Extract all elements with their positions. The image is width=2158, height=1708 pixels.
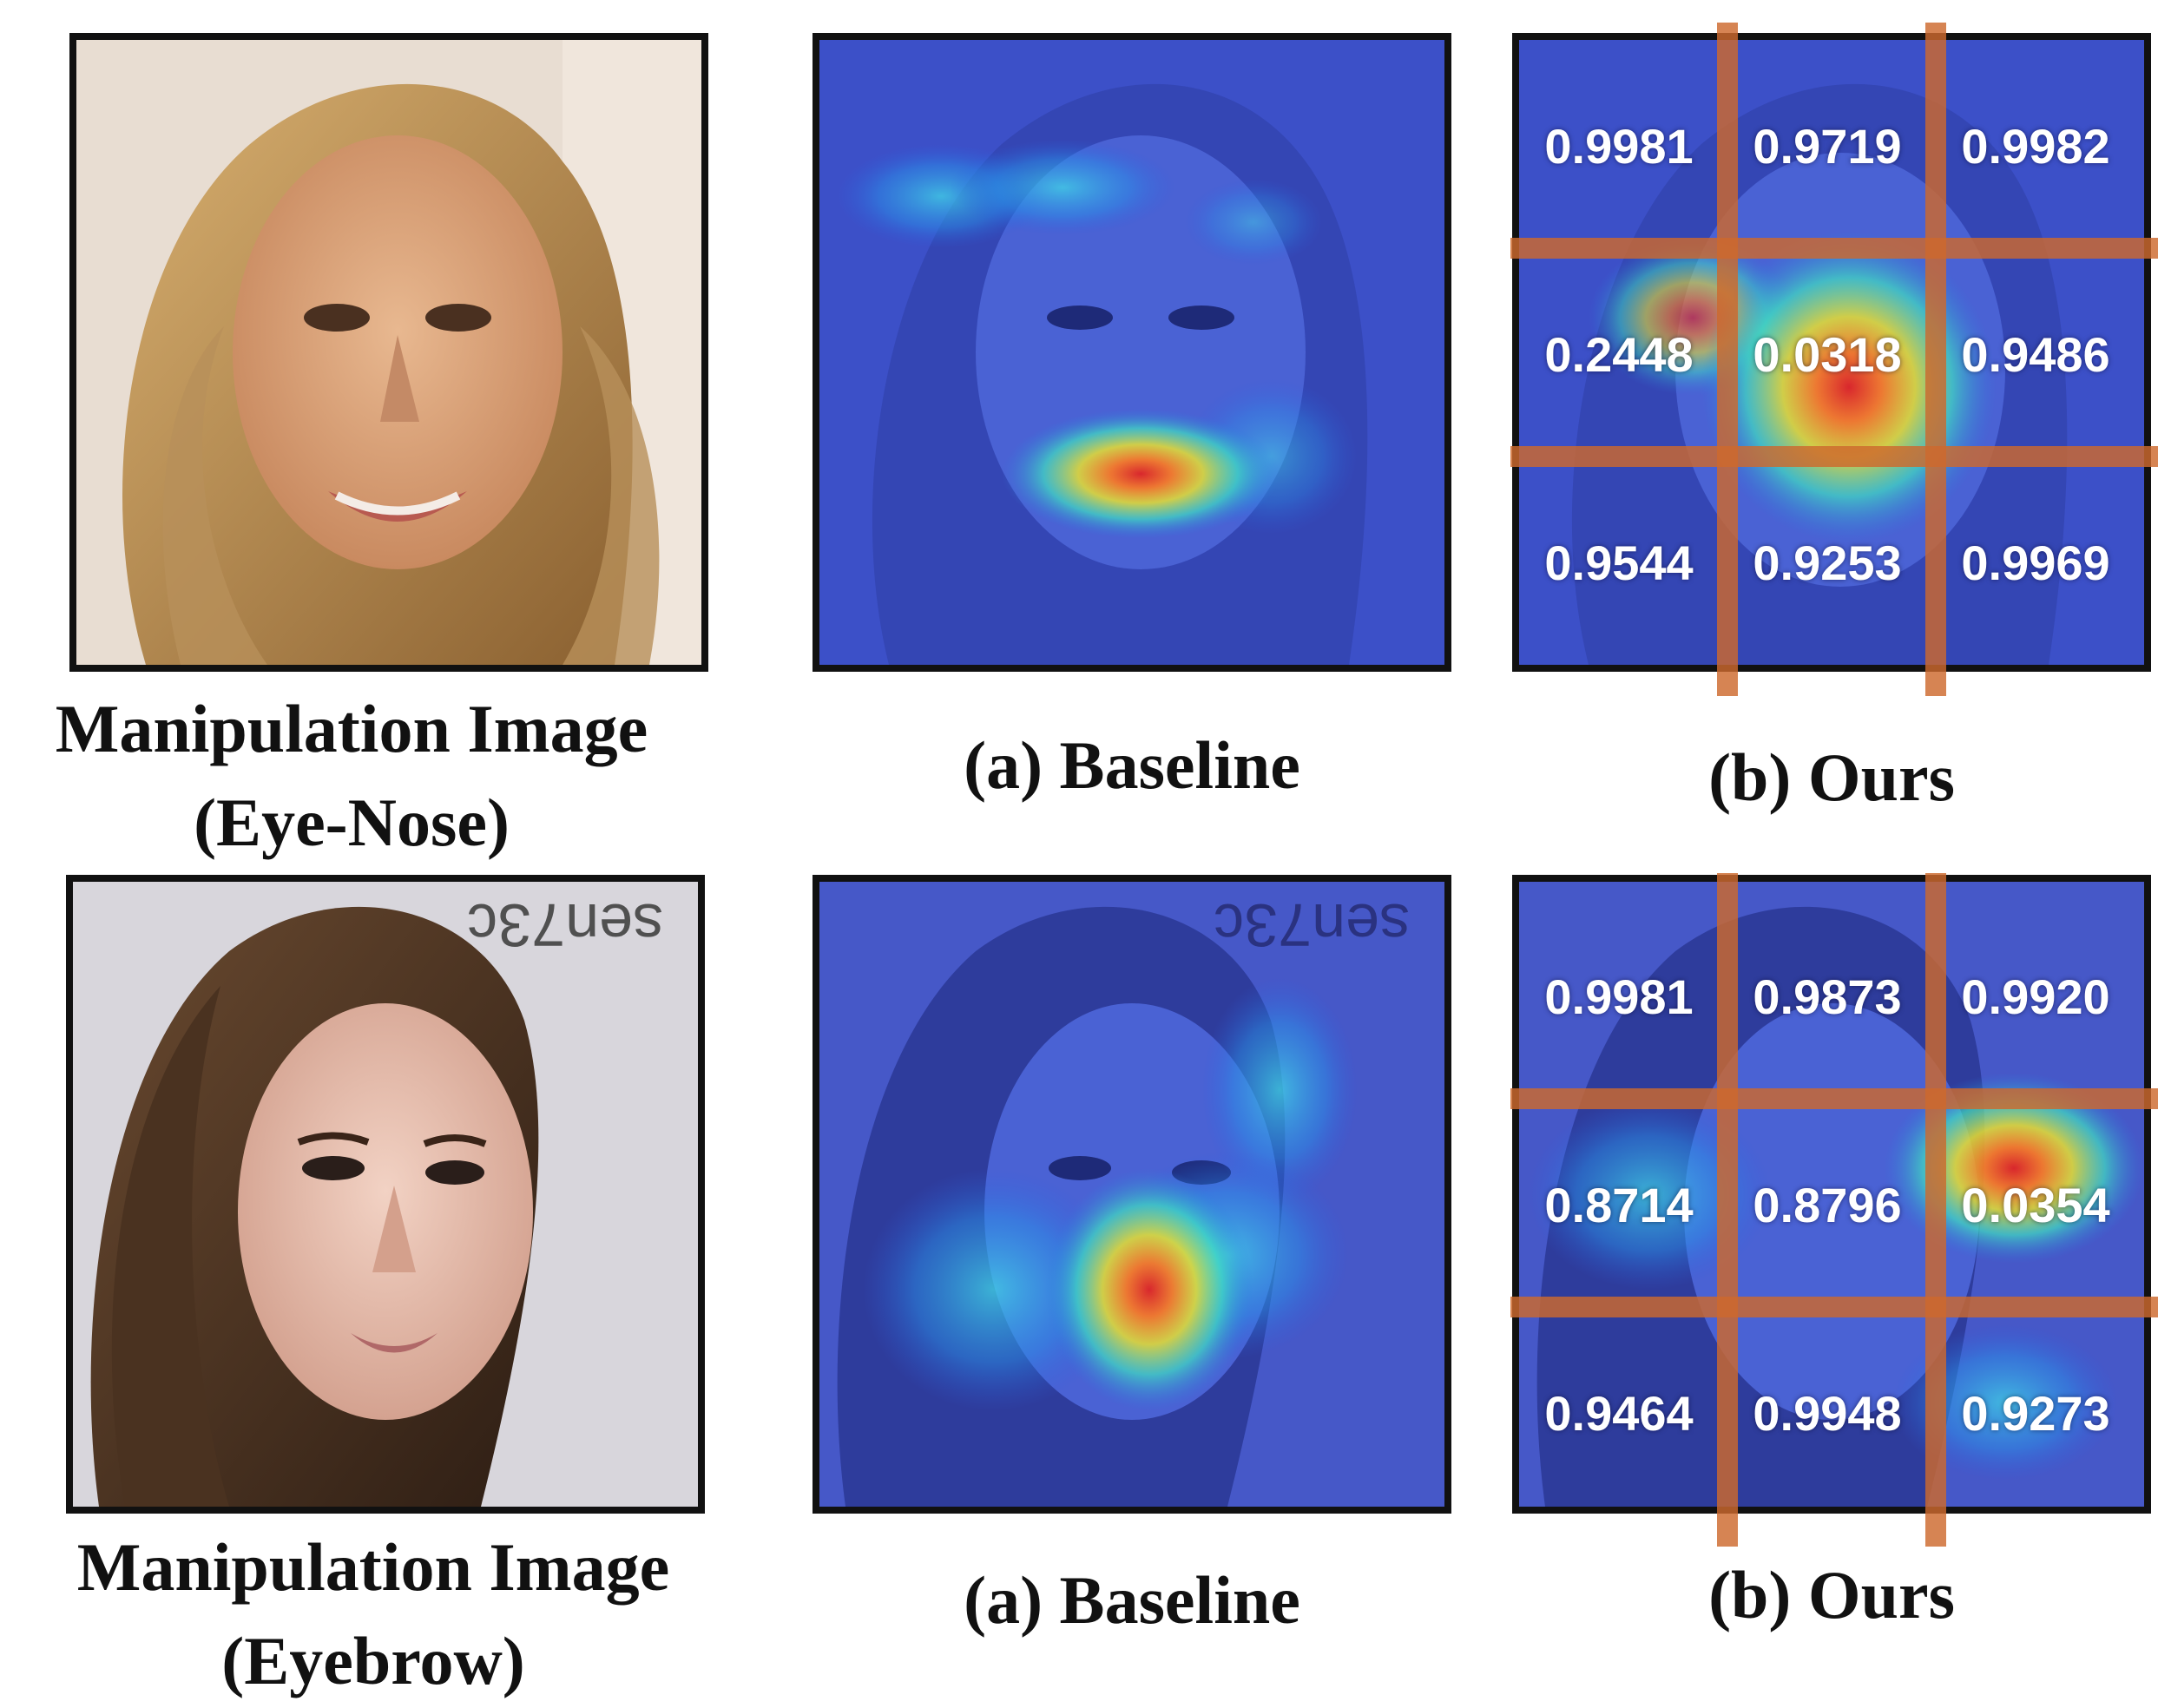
score-r2c1: 0.2448 bbox=[1544, 327, 1694, 382]
ours-grid-eye-nose: 0.9981 0.9719 0.9982 0.2448 0.0318 0.948… bbox=[1510, 23, 2158, 696]
score-r2c3: 0.0354 bbox=[1961, 1178, 2110, 1232]
manipulation-image-eye-nose bbox=[69, 33, 708, 672]
score-r3c1: 0.9544 bbox=[1544, 535, 1694, 590]
score-r1c1: 0.9981 bbox=[1544, 969, 1694, 1024]
score-r2c2: 0.8796 bbox=[1753, 1178, 1902, 1232]
baseline-heatmap-eye-nose bbox=[813, 33, 1451, 672]
caption-line2: (Eye-Nose) bbox=[194, 785, 510, 860]
score-r1c3: 0.9982 bbox=[1961, 119, 2110, 174]
grid-line-h1 bbox=[1510, 238, 2158, 259]
grid-line-h2 bbox=[1510, 1297, 2158, 1317]
score-r2c2: 0.0318 bbox=[1753, 327, 1902, 382]
caption-manipulation-eye-nose: Manipulation Image (Eye-Nose) bbox=[0, 682, 703, 870]
score-r3c3: 0.9273 bbox=[1961, 1386, 2110, 1441]
grid-line-v1 bbox=[1717, 873, 1738, 1547]
grid-line-v2 bbox=[1925, 23, 1946, 696]
ours-grid-eyebrow: 0.9981 0.9873 0.9920 0.8714 0.8796 0.035… bbox=[1510, 873, 2158, 1547]
caption-line2: (Eyebrow) bbox=[221, 1623, 525, 1698]
baseline-heatmap-eyebrow: sen73c bbox=[813, 875, 1451, 1514]
caption-manipulation-eyebrow: Manipulation Image (Eyebrow) bbox=[17, 1521, 729, 1708]
score-r3c3: 0.9969 bbox=[1961, 535, 2110, 590]
caption-ours-1: (b) Ours bbox=[1708, 739, 1955, 815]
svg-text:sen73c: sen73c bbox=[1214, 891, 1410, 959]
score-r1c2: 0.9719 bbox=[1753, 119, 1902, 174]
caption-line1: Manipulation Image bbox=[55, 691, 648, 766]
grid-line-h1 bbox=[1510, 1088, 2158, 1109]
caption-ours-2: (b) Ours bbox=[1708, 1557, 1955, 1632]
svg-text:sen73c: sen73c bbox=[467, 891, 663, 959]
score-r1c3: 0.9920 bbox=[1961, 969, 2110, 1024]
score-r1c1: 0.9981 bbox=[1544, 119, 1694, 174]
score-r2c3: 0.9486 bbox=[1961, 327, 2110, 382]
grid-line-v1 bbox=[1717, 23, 1738, 696]
caption-baseline-2: (a) Baseline bbox=[964, 1562, 1300, 1638]
score-r3c2: 0.9253 bbox=[1753, 535, 1902, 590]
grid-line-h2 bbox=[1510, 446, 2158, 467]
score-r3c1: 0.9464 bbox=[1544, 1386, 1694, 1441]
score-r2c1: 0.8714 bbox=[1544, 1178, 1694, 1232]
score-r3c2: 0.9948 bbox=[1753, 1386, 1902, 1441]
score-r1c2: 0.9873 bbox=[1753, 969, 1902, 1024]
grid-line-v2 bbox=[1925, 873, 1946, 1547]
caption-baseline-1: (a) Baseline bbox=[964, 727, 1300, 803]
caption-line1: Manipulation Image bbox=[76, 1529, 670, 1605]
manipulation-image-eyebrow: sen73c bbox=[66, 875, 705, 1514]
